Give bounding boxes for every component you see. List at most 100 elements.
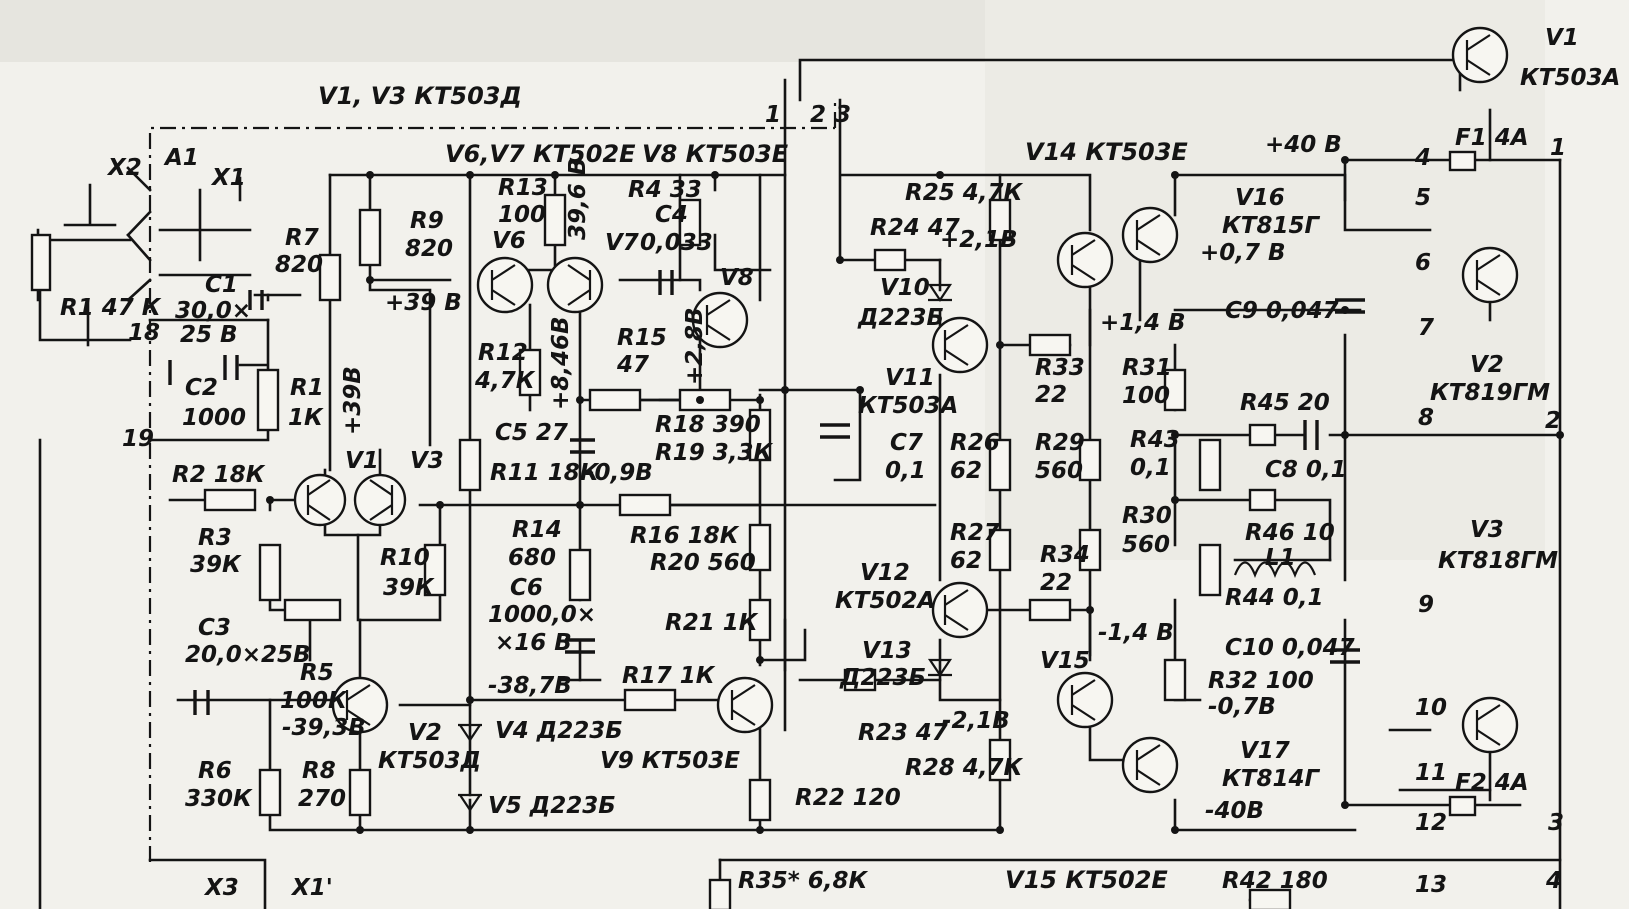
label-c10: C10 0,047 <box>1225 635 1355 661</box>
label-r8: R8 <box>302 758 336 784</box>
label-x2: X2 <box>106 155 142 181</box>
labels: V1, V3 КТ503Д V6,V7 КТ502Е V8 КТ503Е V14… <box>60 25 1620 901</box>
label-f1: F1 4А <box>1455 125 1529 151</box>
label-r45: R45 20 <box>1240 390 1330 416</box>
label-r3v: 39К <box>190 552 242 578</box>
transistor-v15 <box>1056 671 1114 729</box>
label-o3: 3 <box>1548 810 1564 836</box>
transistor-v14 <box>1056 231 1114 289</box>
label-m14: -1,4 В <box>1098 620 1174 646</box>
label-m40: -40В <box>1205 798 1264 824</box>
label-r9: R9 <box>410 208 444 234</box>
label-r12: R12 <box>478 340 528 366</box>
label-r23: R23 47 <box>858 720 948 746</box>
label-r27v: 62 <box>950 548 982 574</box>
label-r7: R7 <box>285 225 319 251</box>
label-c3: C3 <box>198 615 231 641</box>
label-r29v: 560 <box>1035 458 1083 484</box>
label-p40: +40 В <box>1265 132 1342 158</box>
transistor-v9 <box>716 676 774 734</box>
label-r9v: 820 <box>405 236 453 262</box>
label-v2: V2 <box>408 720 442 746</box>
label-r15v: 47 <box>616 352 649 378</box>
label-v12t: КТ502А <box>835 588 935 614</box>
label-r34v: 22 <box>1040 570 1072 596</box>
transistor-v12 <box>931 581 989 639</box>
label-vt1t: КТ503А <box>1520 65 1620 91</box>
label-v12: V12 <box>860 560 910 586</box>
label-r7v: 820 <box>275 252 323 278</box>
transistor-v3 <box>353 473 407 527</box>
label-v14-14: +1,4 В <box>1100 310 1186 336</box>
label-r35: R35* 6,8К <box>738 868 868 894</box>
label-c2v: 1000 <box>182 405 246 431</box>
label-r22: R22 120 <box>795 785 901 811</box>
label-v396: 39,6 В <box>565 158 591 240</box>
label-v17: V17 <box>1240 738 1290 764</box>
label-v16t: КТ815Г <box>1222 213 1320 239</box>
transistor-v8 <box>691 291 749 349</box>
label-v17t: КТ814Г <box>1222 766 1320 792</box>
label-o1: 1 <box>1550 135 1566 161</box>
label-c1v: 30,0× <box>175 298 251 324</box>
label-n13: 13 <box>1415 872 1447 898</box>
transistor-vt3 <box>1461 696 1519 754</box>
label-r10v: 39К <box>383 575 435 601</box>
label-n5: 5 <box>1415 185 1431 211</box>
label-r33v: 22 <box>1035 382 1067 408</box>
transistor-v17 <box>1121 736 1179 794</box>
label-r15: R15 <box>617 325 667 351</box>
label-r13v: 100 <box>498 202 546 228</box>
label-v21: +2,1В <box>940 227 1018 253</box>
label-r1-47k: R1 47 К <box>60 295 162 321</box>
label-v10t: Д223Б <box>857 305 944 331</box>
label-r4: R4 33 <box>628 177 702 203</box>
label-n8: 8 <box>1418 405 1434 431</box>
label-r31: R31 <box>1122 355 1172 381</box>
label-r14v: 680 <box>508 545 556 571</box>
label-v8: V8 <box>720 265 754 291</box>
label-v7: V7 <box>605 230 639 256</box>
label-r43v: 0,1 <box>1130 455 1171 481</box>
label-vt1: V1 <box>1545 25 1579 51</box>
label-v11: V11 <box>885 365 935 391</box>
label-vt3: V3 <box>1470 517 1504 543</box>
label-v846: +8,46В <box>548 316 574 410</box>
label-c6v: 1000,0× <box>488 602 596 628</box>
label-n10: 10 <box>1415 695 1447 721</box>
transistors <box>293 26 1519 794</box>
label-r16: R16 18К <box>630 523 740 549</box>
label-c3v: 20,0×25В <box>185 642 311 668</box>
label-n12: 12 <box>1415 810 1447 836</box>
junction-dots <box>266 156 1564 834</box>
label-r46: R46 10 <box>1245 520 1335 546</box>
label-a1: A1 <box>163 145 199 171</box>
label-c9: C9 0,047 <box>1225 298 1339 324</box>
label-m393: -39,3В <box>282 715 366 741</box>
label-c8: C8 0,1 <box>1265 457 1347 483</box>
label-c4v: 0,033 <box>640 230 713 256</box>
label-r33: R33 <box>1035 355 1085 381</box>
capacitors <box>168 270 1365 715</box>
label-v4: V4 Д223Б <box>495 718 623 744</box>
transistor-v16 <box>1121 206 1179 264</box>
label-r5v: 100К <box>280 688 348 714</box>
label-v13: V13 <box>862 638 912 664</box>
transistor-v6 <box>476 256 534 314</box>
label-r43: R43 <box>1130 427 1180 453</box>
label-v6v7: V6,V7 КТ502Е <box>445 140 636 168</box>
label-l1: L1 <box>1265 545 1296 571</box>
label-m07: -0,7В <box>1208 694 1276 720</box>
label-r1v: 1К <box>288 405 324 431</box>
label-n2: 2 <box>810 102 826 128</box>
label-o4: 4 <box>1545 868 1562 894</box>
label-r12v: 4,7К <box>474 368 536 394</box>
label-r30v: 560 <box>1122 532 1170 558</box>
label-plus39a: +39В <box>340 366 366 435</box>
label-v13t: Д223Б <box>839 665 926 691</box>
label-c5: C5 27 <box>495 420 568 446</box>
label-r30: R30 <box>1122 503 1172 529</box>
transistor-v1 <box>293 473 347 527</box>
label-r13: R13 <box>498 175 548 201</box>
